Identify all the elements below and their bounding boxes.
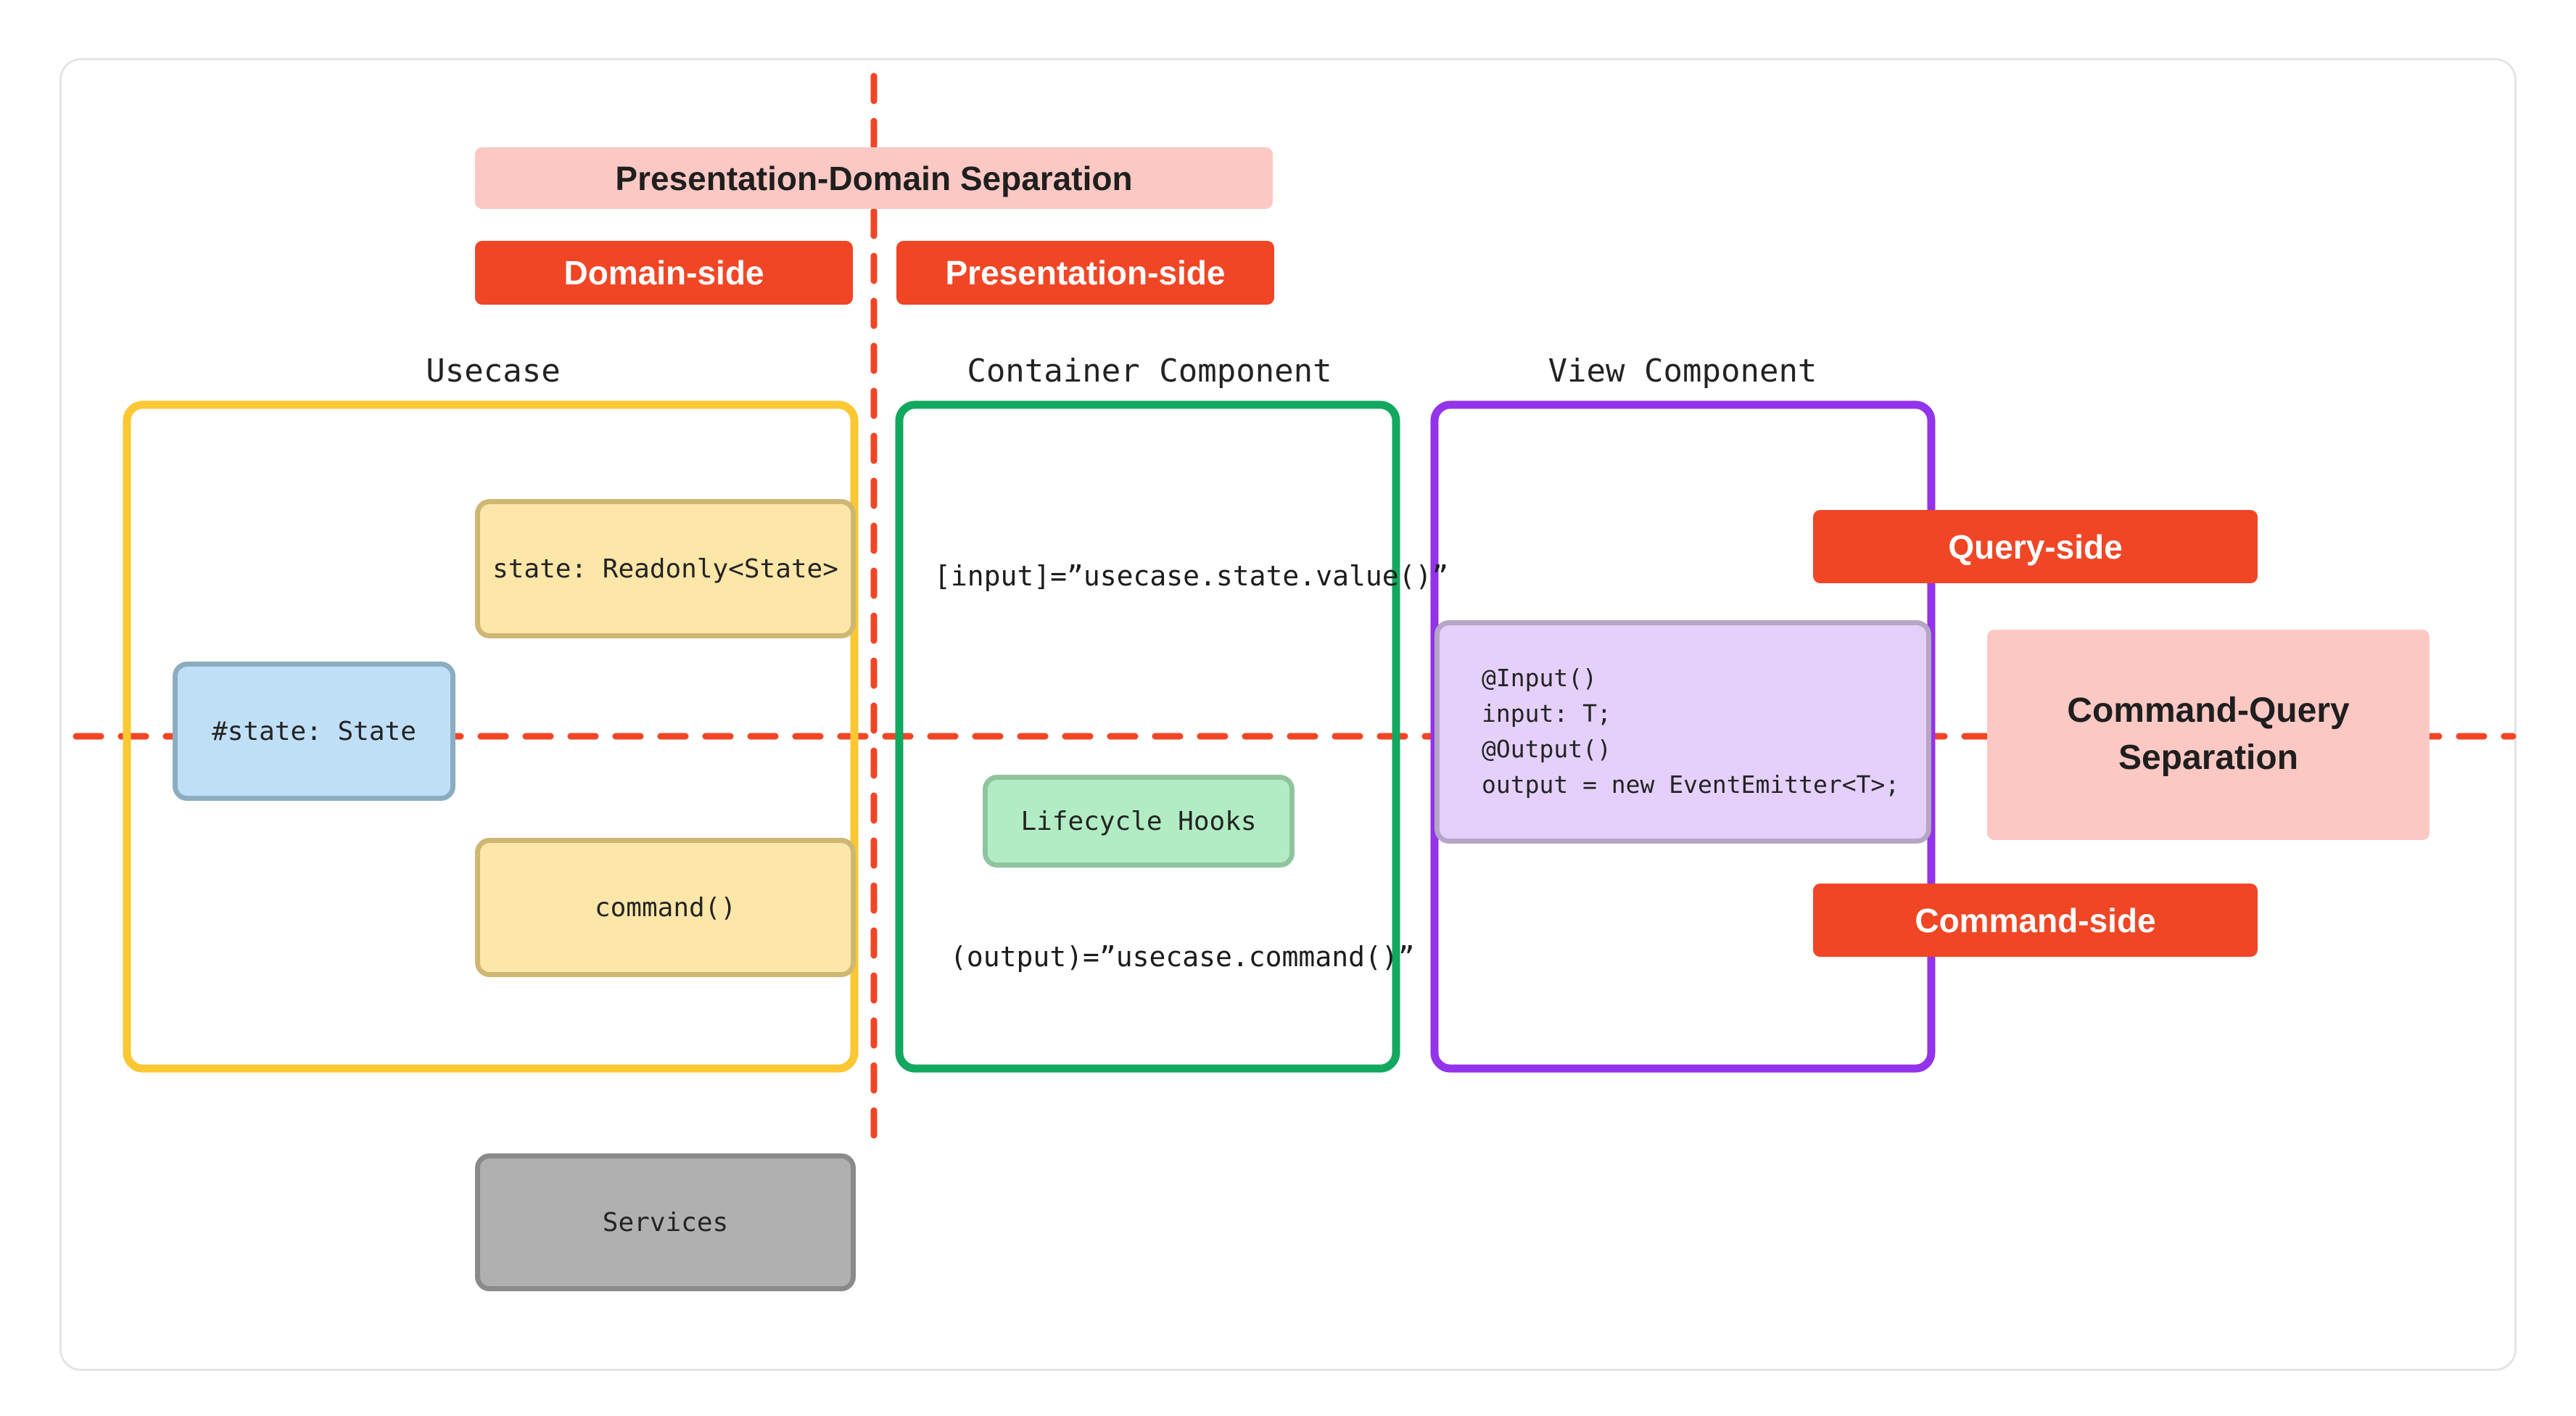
badge-query-side: Query-side: [1813, 510, 2258, 583]
presentation-domain-separation-label: Presentation-Domain Separation: [475, 147, 1273, 209]
node-lifecycle-hooks: Lifecycle Hooks: [983, 775, 1295, 868]
edge-label-input-binding: [input]=”usecase.state.value()”: [934, 560, 1449, 592]
column-title-container-component: Container Component: [967, 352, 1332, 390]
usecase-container: [123, 400, 859, 1073]
badge-presentation-side: Presentation-side: [896, 241, 1274, 305]
node-state-readonly: state: Readonly<State>: [475, 499, 856, 638]
command-query-separation-label: Command-Query Separation: [1987, 630, 2430, 840]
node-view-code-block: @Input() input: T; @Output() output = ne…: [1434, 620, 1931, 844]
badge-domain-side: Domain-side: [475, 241, 853, 305]
badge-command-side: Command-side: [1813, 884, 2258, 957]
node-command: command(): [475, 838, 856, 977]
column-title-view-component: View Component: [1548, 352, 1817, 390]
node-services: Services: [475, 1153, 856, 1291]
node-state-private: #state: State: [173, 662, 455, 801]
container-component-container: [895, 400, 1400, 1073]
view-code-text: @Input() input: T; @Output() output = ne…: [1482, 664, 1900, 799]
edge-label-output-binding: (output)=”usecase.command()”: [950, 941, 1415, 973]
column-title-usecase: Usecase: [426, 352, 561, 390]
